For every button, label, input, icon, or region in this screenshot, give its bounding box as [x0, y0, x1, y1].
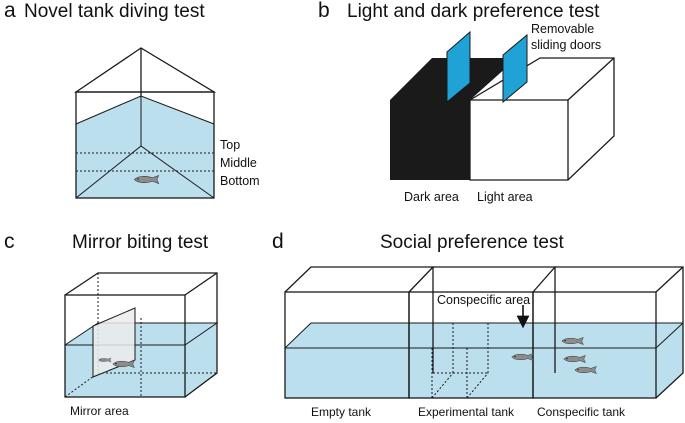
experimental-tank-label: Experimental tank	[418, 405, 515, 419]
zone-label-middle: Middle	[220, 156, 257, 170]
panel-b: b Light and dark preference test Removab…	[318, 0, 615, 204]
diving-tank-water	[76, 96, 214, 198]
light-area-label: Light area	[477, 190, 533, 204]
sliding-door-right	[502, 33, 528, 104]
diving-tank	[73, 47, 217, 199]
conspecific-tank	[532, 266, 684, 399]
doors-label-line2: sliding doors	[531, 38, 601, 52]
panel-c-title: Mirror biting test	[72, 232, 209, 253]
panel-c-letter: c	[4, 230, 15, 253]
doors-label-line1: Removable	[531, 22, 594, 36]
empty-tank	[284, 266, 435, 399]
panel-c: c Mirror biting test Mirror area	[4, 230, 219, 418]
conspecific-tank-label: Conspecific tank	[537, 405, 626, 419]
panel-b-letter: b	[318, 0, 330, 22]
panel-d: d Social preference test	[272, 230, 684, 419]
panel-a-letter: a	[4, 0, 16, 22]
dark-area-box	[390, 58, 508, 180]
experimental-tank	[408, 266, 557, 399]
dark-area-label: Dark area	[404, 190, 459, 204]
mirror-tank	[64, 272, 219, 398]
social-tanks-water	[285, 323, 683, 398]
panel-b-title: Light and dark preference test	[347, 1, 600, 22]
conspecific-area-label: Conspecific area	[437, 293, 530, 307]
panel-d-letter: d	[272, 230, 284, 253]
sliding-door-left	[446, 30, 471, 104]
empty-tank-label: Empty tank	[311, 405, 372, 419]
zone-label-bottom: Bottom	[220, 174, 260, 188]
panel-a: a Novel tank diving test Top Middle Bott…	[4, 0, 260, 199]
panel-a-title: Novel tank diving test	[24, 1, 205, 22]
panel-d-title: Social preference test	[380, 232, 564, 253]
zone-label-top: Top	[220, 138, 240, 152]
mirror-area-label: Mirror area	[70, 404, 129, 418]
